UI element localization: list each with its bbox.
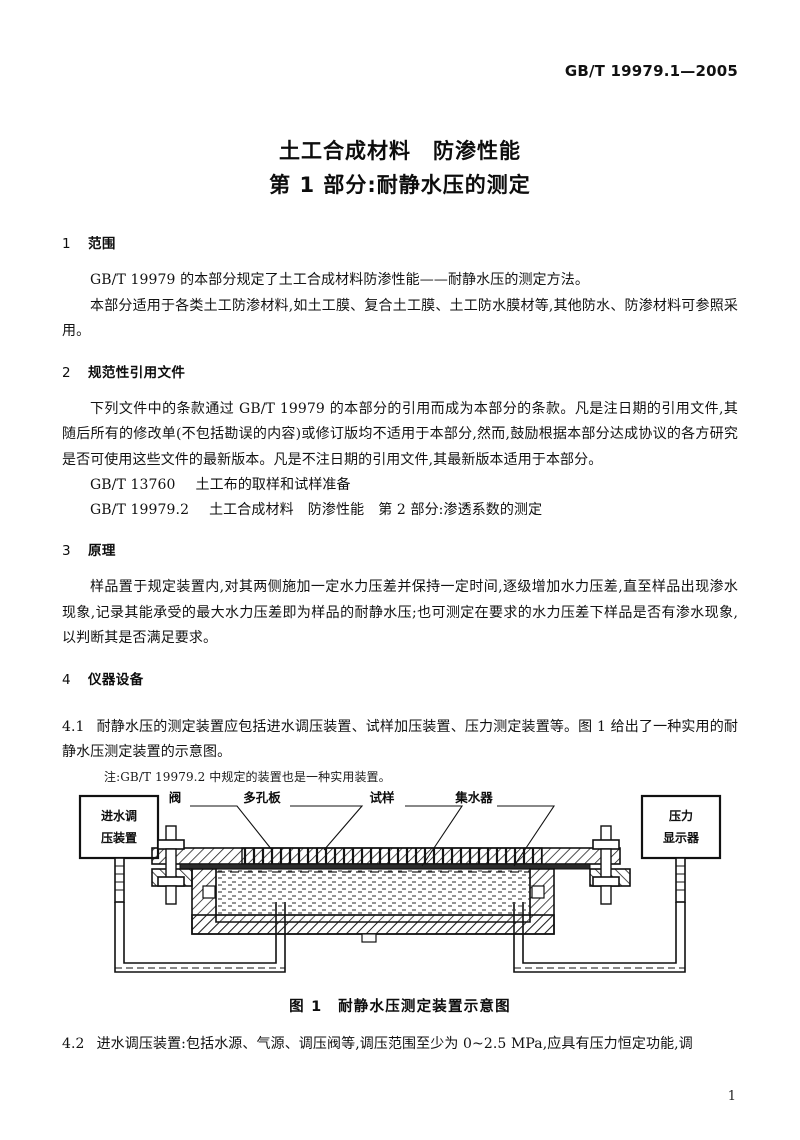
reference-title-1: 土工布的取样和试样准备 (195, 477, 351, 493)
hydrostatic-test-apparatus-schematic: 阀 多孔板 试样 集水器 进水调 压装置 压力 显示器 (78, 790, 722, 973)
pressure-stem-pipe (675, 857, 686, 903)
document-body-tail: 4.2 进水调压装置:包括水源、气源、调压阀等,调压范围至少为 0~2.5 MPa… (62, 1032, 738, 1058)
right-box-line-2: 显示器 (663, 831, 700, 845)
specimen-layer (179, 863, 591, 870)
reference-code-1: GB/T 13760 (90, 477, 176, 493)
clause-text-4-2: 进水调压装置:包括水源、气源、调压阀等,调压范围至少为 0~2.5 MPa,应具… (96, 1036, 693, 1052)
section-1-paragraph-2: 本部分适用于各类土工防渗材料,如土工膜、复合土工膜、土工防水膜材等,其他防水、防… (62, 297, 738, 340)
title-line-2: 第 1 部分:耐静水压的测定 (269, 173, 531, 197)
inlet-stem-pipe (114, 857, 125, 903)
label-valve: 阀 (169, 790, 182, 805)
clause-number-4-1: 4.1 (62, 718, 85, 735)
section-title-1: 范围 (88, 236, 116, 252)
clause-text-4-1: 耐静水压的测定装置应包括进水调压装置、试样加压装置、压力测定装置等。图 1 给出… (62, 718, 738, 761)
section-number-4: 4 (62, 671, 71, 688)
section-heading-2: 2 规范性引用文件 (62, 361, 738, 381)
cell-base-slab (191, 914, 555, 935)
document-body: 1 范围 GB/T 19979 的本部分规定了土工合成材料防渗性能——耐静水压的测… (62, 232, 738, 788)
leader-lines (190, 805, 556, 867)
title-line-1: 土工合成材料 防渗性能 (279, 139, 521, 163)
section-2-paragraph-1: 下列文件中的条款通过 GB/T 19979 的本部分的引用而成为本部分的条款。凡… (62, 400, 738, 468)
note-4-1: 注:GB/T 19979.2 中规定的装置也是一种实用装置。 (104, 769, 391, 784)
label-perforated-plate: 多孔板 (243, 790, 281, 805)
left-box-line-2: 压装置 (101, 830, 137, 845)
perforated-plate (241, 847, 543, 865)
normative-reference-2: GB/T 19979.2 土工合成材料 防渗性能 第 2 部分:渗透系数的测定 (62, 498, 738, 523)
label-specimen: 试样 (369, 790, 395, 805)
section-heading-1: 1 范围 (62, 232, 738, 252)
section-1-paragraph-1: GB/T 19979 的本部分规定了土工合成材料防渗性能——耐静水压的测定方法。 (90, 272, 589, 288)
left-box-line-1: 进水调 (101, 808, 137, 823)
side-port-left (202, 885, 216, 899)
section-heading-3: 3 原理 (62, 539, 738, 559)
section-number-1: 1 (62, 236, 71, 252)
section-title-4: 仪器设备 (88, 671, 144, 688)
section-title-2: 规范性引用文件 (88, 364, 186, 381)
figure-1-diagram: 阀 多孔板 试样 集水器 进水调 压装置 压力 显示器 (62, 782, 738, 1022)
side-port-right (531, 885, 545, 899)
clamp-bolt-left (157, 825, 185, 905)
right-box-line-1: 压力 (669, 808, 693, 823)
bottom-drain-port (361, 933, 377, 943)
running-header-standard-code: GB/T 19979.1—2005 (564, 62, 738, 80)
reference-title-2: 土工合成材料 防渗性能 第 2 部分:渗透系数的测定 (209, 502, 543, 518)
clamp-bolt-right (592, 825, 620, 905)
reference-code-2: GB/T 19979.2 (90, 502, 190, 518)
section-heading-4: 4 仪器设备 (62, 668, 738, 688)
section-title-3: 原理 (88, 543, 116, 559)
label-water-collector: 集水器 (454, 790, 493, 805)
section-number-2: 2 (62, 364, 71, 381)
pressure-indicator-box (640, 794, 722, 860)
pressure-stem-pipe-ticks (676, 865, 685, 891)
inlet-pressure-device-box (78, 794, 160, 860)
section-3-paragraph-1: 样品置于规定装置内,对其两侧施加一定水力压差并保持一定时间,逐级增加水力压差,直… (62, 579, 738, 646)
clause-4-2: 4.2 进水调压装置:包括水源、气源、调压阀等,调压范围至少为 0~2.5 MPa… (62, 1032, 738, 1058)
inlet-stem-pipe-ticks (115, 865, 124, 891)
document-title-block: 土工合成材料 防渗性能 第 1 部分:耐静水压的测定 (0, 134, 800, 202)
page-number: 1 (727, 1089, 736, 1104)
clause-number-4-2: 4.2 (62, 1036, 85, 1052)
normative-reference-1: GB/T 13760 土工布的取样和试样准备 (62, 473, 738, 498)
water-collector-chamber (215, 868, 531, 916)
figure-1-caption: 图 1 耐静水压测定装置示意图 (289, 999, 511, 1015)
section-number-3: 3 (62, 543, 71, 559)
